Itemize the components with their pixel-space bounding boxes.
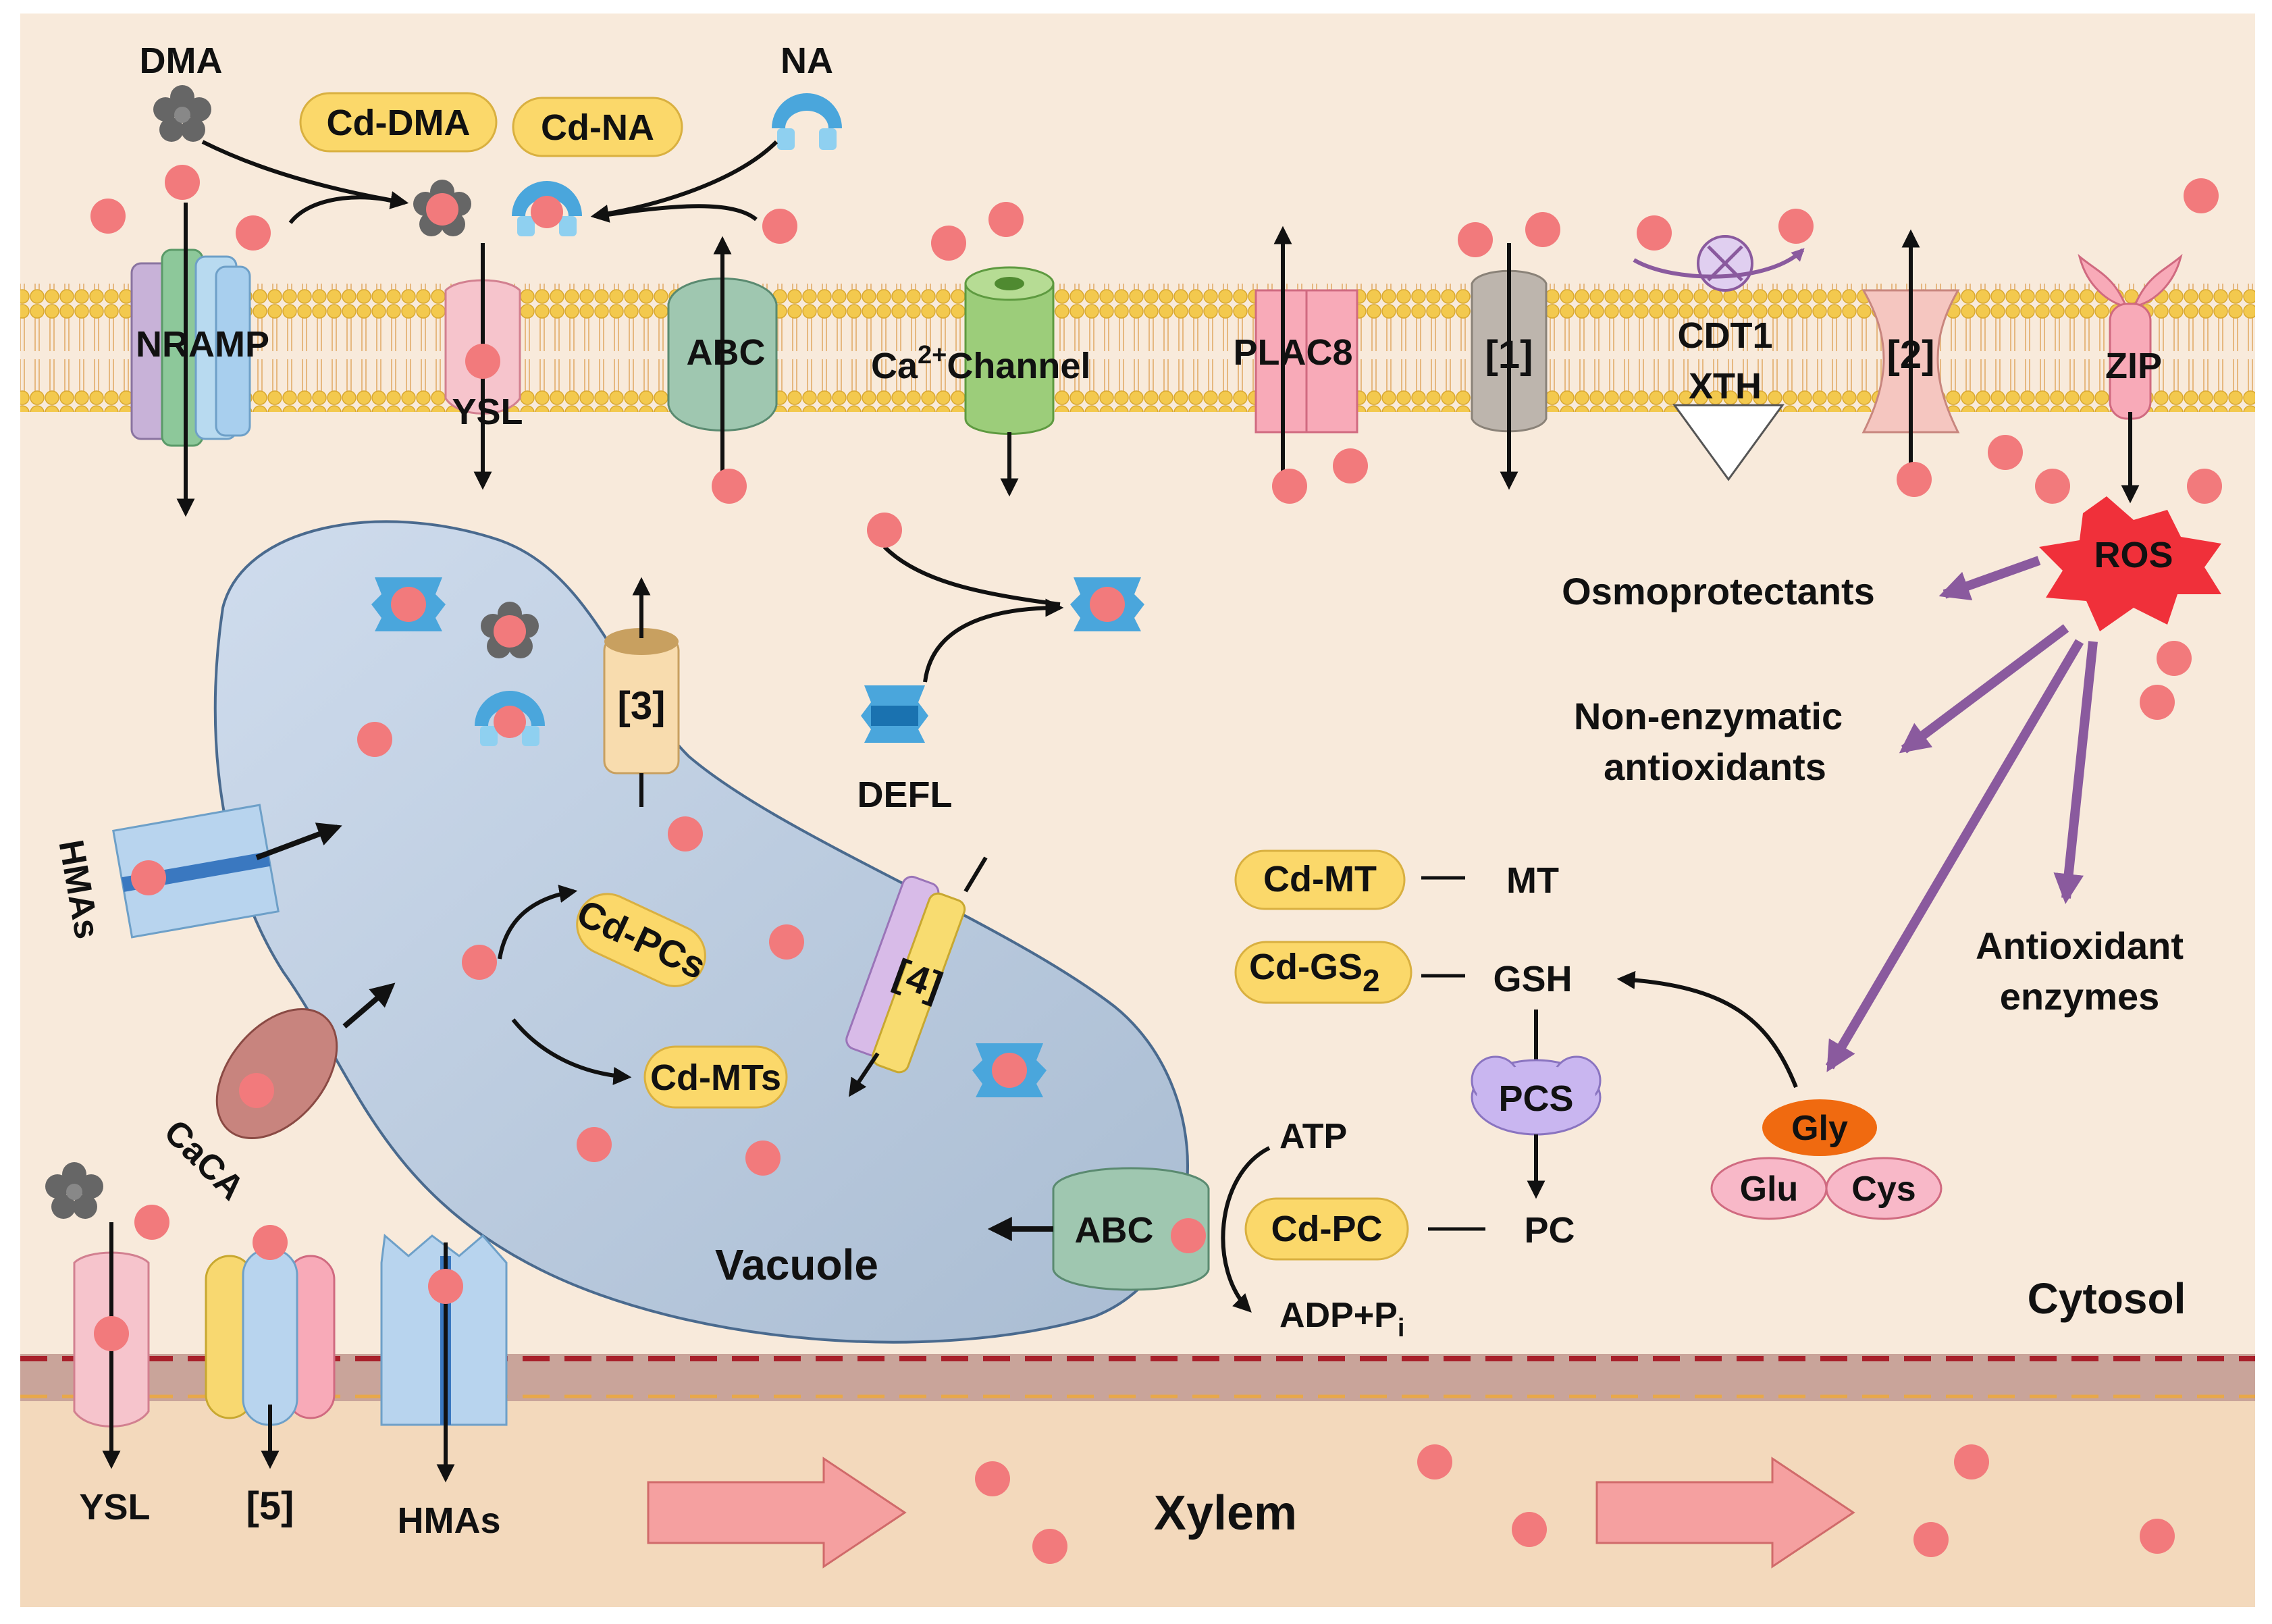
defl-protein <box>861 545 1064 743</box>
cd-defl-vac-2 <box>972 1043 1047 1097</box>
abc-transporter-top <box>667 236 778 473</box>
antioxidant-enzymes-label-1: Antioxidant <box>1976 924 2184 967</box>
mt-label: MT <box>1506 860 1559 901</box>
cd-na-pill <box>512 97 683 157</box>
vacuole-label: Vacuole <box>715 1240 878 1289</box>
cd-mt-label: Cd-MT <box>1263 859 1377 899</box>
cd-dma-label: Cd-DMA <box>327 103 471 143</box>
bracket2-label: [2] <box>1887 333 1935 377</box>
cd-gs2-label: Cd-GS <box>1249 947 1363 987</box>
xth-label: XTH <box>1689 366 1762 407</box>
ysl-transporter-top <box>444 243 521 490</box>
na-cup-icon <box>772 93 842 150</box>
transporter-4 <box>845 856 988 1097</box>
transporter-1 <box>1471 243 1548 490</box>
cdt1-xth-complex <box>1633 235 1805 481</box>
svg-text:ADP+Pi: ADP+Pi <box>1279 1296 1404 1342</box>
flow-arrow-icon <box>647 1457 907 1569</box>
flow-arrow-icon-2 <box>1595 1457 1855 1569</box>
cytosol-label: Cytosol <box>2028 1274 2186 1323</box>
plac8-transporter <box>1254 226 1358 473</box>
gsh-label: GSH <box>1493 959 1572 999</box>
cd-defl-complex <box>1070 577 1144 631</box>
cd-mts-label: Cd-MTs <box>650 1057 781 1098</box>
bracket5-label: [5] <box>246 1484 294 1528</box>
transporter-3 <box>603 577 680 807</box>
cd-pc-label: Cd-PC <box>1271 1209 1383 1249</box>
cd-dma-pill <box>299 92 498 153</box>
abc-transporter-vacuole <box>987 1167 1210 1291</box>
defl-label: DEFL <box>857 775 953 815</box>
gly-label: Gly <box>1791 1109 1848 1148</box>
na-label: NA <box>781 41 833 81</box>
caca-transporter <box>215 983 396 1140</box>
hmas-transporter-left <box>112 804 342 939</box>
cd-mt-pill <box>1234 849 1406 910</box>
adp-label: ADP+P <box>1279 1296 1398 1335</box>
transporter-2 <box>1861 229 1960 473</box>
xylem-region <box>20 1401 2255 1607</box>
glu-label: Glu <box>1740 1170 1799 1209</box>
adp-sub: i <box>1398 1314 1405 1342</box>
zip-label: ZIP <box>2105 346 2162 386</box>
cd-gs2-sub: 2 <box>1363 963 1380 998</box>
pcs-label: PCS <box>1498 1078 1573 1119</box>
dma-label: DMA <box>140 41 223 81</box>
ca-channel-pre: Ca <box>871 346 918 386</box>
gly-oval <box>1762 1099 1877 1156</box>
cd-pc-pill <box>1244 1197 1409 1261</box>
bracket3-label: [3] <box>618 684 666 728</box>
cdt1-label: CDT1 <box>1677 315 1772 356</box>
svg-text:Cd-GS2: Cd-GS2 <box>1249 947 1380 998</box>
bracket1-label: [1] <box>1485 333 1533 377</box>
ca-channel-sup: 2+ <box>918 341 947 369</box>
transporter-5 <box>205 1225 336 1469</box>
abc-vac-label: ABC <box>1075 1210 1154 1251</box>
atp-label: ATP <box>1279 1117 1347 1156</box>
ca-channel <box>964 266 1055 497</box>
ros-label: ROS <box>2094 535 2173 575</box>
plac8-label: PLAC8 <box>1233 332 1352 373</box>
antioxidant-enzymes-label-2: enzymes <box>2000 975 2160 1018</box>
non-enzymatic-label-1: Non-enzymatic <box>1574 695 1843 737</box>
ysl-transporter-bottom <box>73 1222 150 1469</box>
cd-na-label: Cd-NA <box>541 107 654 148</box>
cd-dma-vac <box>481 602 539 658</box>
cys-label: Cys <box>1851 1170 1916 1209</box>
cd-na-vac <box>475 691 545 746</box>
pcs-cloud <box>1471 1055 1602 1136</box>
cys-oval <box>1825 1157 1943 1220</box>
cd-dma-complex <box>413 180 471 236</box>
dma-flower-bottom <box>45 1162 103 1219</box>
ca-channel-post: Channel <box>947 346 1090 386</box>
cd-pcs-pill <box>576 893 706 987</box>
ysl-top-label: YSL <box>452 392 523 432</box>
zip-transporter <box>2078 253 2183 504</box>
ros-burst-icon <box>2039 496 2221 631</box>
hmas-transporter-bottom <box>380 1234 508 1483</box>
pc-label: PC <box>1524 1210 1575 1251</box>
cd-gs2-pill <box>1234 941 1412 1004</box>
hmas-bottom-label: HMAs <box>397 1500 500 1541</box>
dma-flower-icon <box>153 85 211 142</box>
cd-defl-vac <box>371 577 446 631</box>
cd-mts-pill <box>643 1045 788 1109</box>
abc-top-label: ABC <box>687 332 766 373</box>
cd-ion-icon <box>90 165 2222 1564</box>
non-enzymatic-label-2: antioxidants <box>1604 745 1826 788</box>
nramp-label: NRAMP <box>136 324 269 365</box>
cd-na-complex <box>512 181 582 236</box>
ysl-bottom-label: YSL <box>79 1487 150 1527</box>
svg-text:Ca2+Channel: Ca2+Channel <box>871 341 1090 386</box>
osmoprotectants-label: Osmoprotectants <box>1562 570 1875 612</box>
xylem-label: Xylem <box>1154 1486 1297 1540</box>
nramp-transporter <box>130 203 251 517</box>
